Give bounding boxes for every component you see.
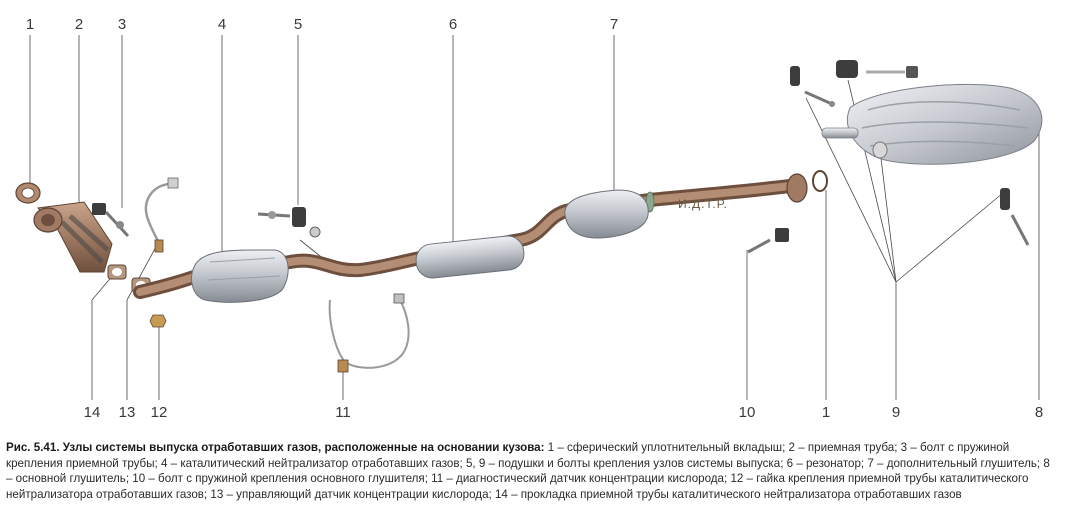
watermark-stamp: И.Д.Т.Р. <box>678 197 728 211</box>
caption-text: 1 – сферический уплотнительный вкладыш; … <box>6 441 1050 501</box>
bolt-with-spring-rear <box>747 228 789 254</box>
callout-12: 12 <box>151 404 168 421</box>
callout-7: 7 <box>610 16 618 33</box>
exhaust-system-diagram: 1 2 3 4 5 6 7 14 13 12 11 10 1 9 8 <box>15 16 1043 421</box>
sealing-ring-right <box>786 170 828 203</box>
mount-cushion-rear <box>790 60 1030 246</box>
bolt-with-spring <box>92 203 130 238</box>
main-muffler <box>821 83 1043 165</box>
callout-3: 3 <box>118 16 126 33</box>
oxygen-sensor-diagnostic <box>328 293 410 373</box>
callout-10: 10 <box>739 404 756 421</box>
callout-4: 4 <box>218 16 226 33</box>
callout-11: 11 <box>335 404 351 421</box>
intake-pipe <box>33 201 113 273</box>
leader-lines <box>29 35 1040 400</box>
callout-1-left: 1 <box>26 16 34 33</box>
auxiliary-muffler <box>564 189 649 239</box>
callout-1-right: 1 <box>822 404 830 421</box>
callout-5: 5 <box>294 16 302 33</box>
figure-caption: Рис. 5.41. Узлы системы выпуска отработа… <box>6 440 1058 502</box>
callout-2: 2 <box>75 16 83 33</box>
callout-numbers: 1 2 3 4 5 6 7 14 13 12 11 10 1 9 8 <box>26 16 1043 421</box>
callout-8: 8 <box>1035 404 1043 421</box>
mount-cushion-front <box>257 207 326 261</box>
callout-9: 9 <box>892 404 900 421</box>
resonator <box>415 235 525 279</box>
catalytic-converter <box>191 249 289 303</box>
oxygen-sensor-control <box>144 177 179 253</box>
callout-13: 13 <box>119 404 136 421</box>
callout-14: 14 <box>84 404 101 421</box>
callout-6: 6 <box>449 16 457 33</box>
caption-title: Рис. 5.41. Узлы системы выпуска отработа… <box>6 441 545 454</box>
nut <box>149 314 167 328</box>
sealing-ring-left <box>15 182 41 204</box>
